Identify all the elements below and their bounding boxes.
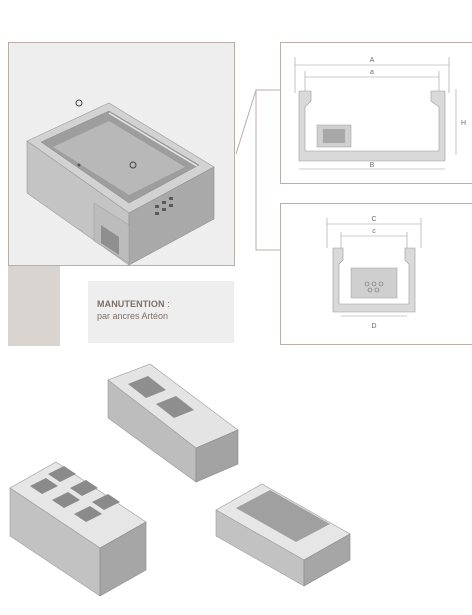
cross-section-drawing: C c D [326,216,422,330]
handling-subtitle: par ancres Artéon [97,311,169,321]
dim-label-a: a [370,69,374,76]
longitudinal-section-drawing: A a H B [294,57,466,170]
technical-drawing-top: A a H B [280,42,472,184]
handling-title-text: MANUTENTION [97,299,165,309]
dim-label-B: B [370,162,375,169]
curved-block-icon [107,363,239,483]
handling-title-suffix: : [164,299,170,309]
handling-title: MANUTENTION : [97,299,170,309]
hollow-block-icon [9,461,147,597]
handling-caption-box [88,281,234,343]
product-3d-illustration [26,99,215,266]
dim-label-D: D [371,323,376,330]
dim-label-c: c [372,228,376,235]
u-block-icon [215,483,351,587]
product-image-panel [8,42,235,266]
dim-label-A: A [370,57,375,64]
dim-label-H: H [461,120,466,127]
decorative-block [8,266,60,346]
technical-drawing-bottom: C c D [280,203,472,345]
dim-label-C: C [371,216,376,223]
concrete-blocks-illustration [9,363,351,597]
